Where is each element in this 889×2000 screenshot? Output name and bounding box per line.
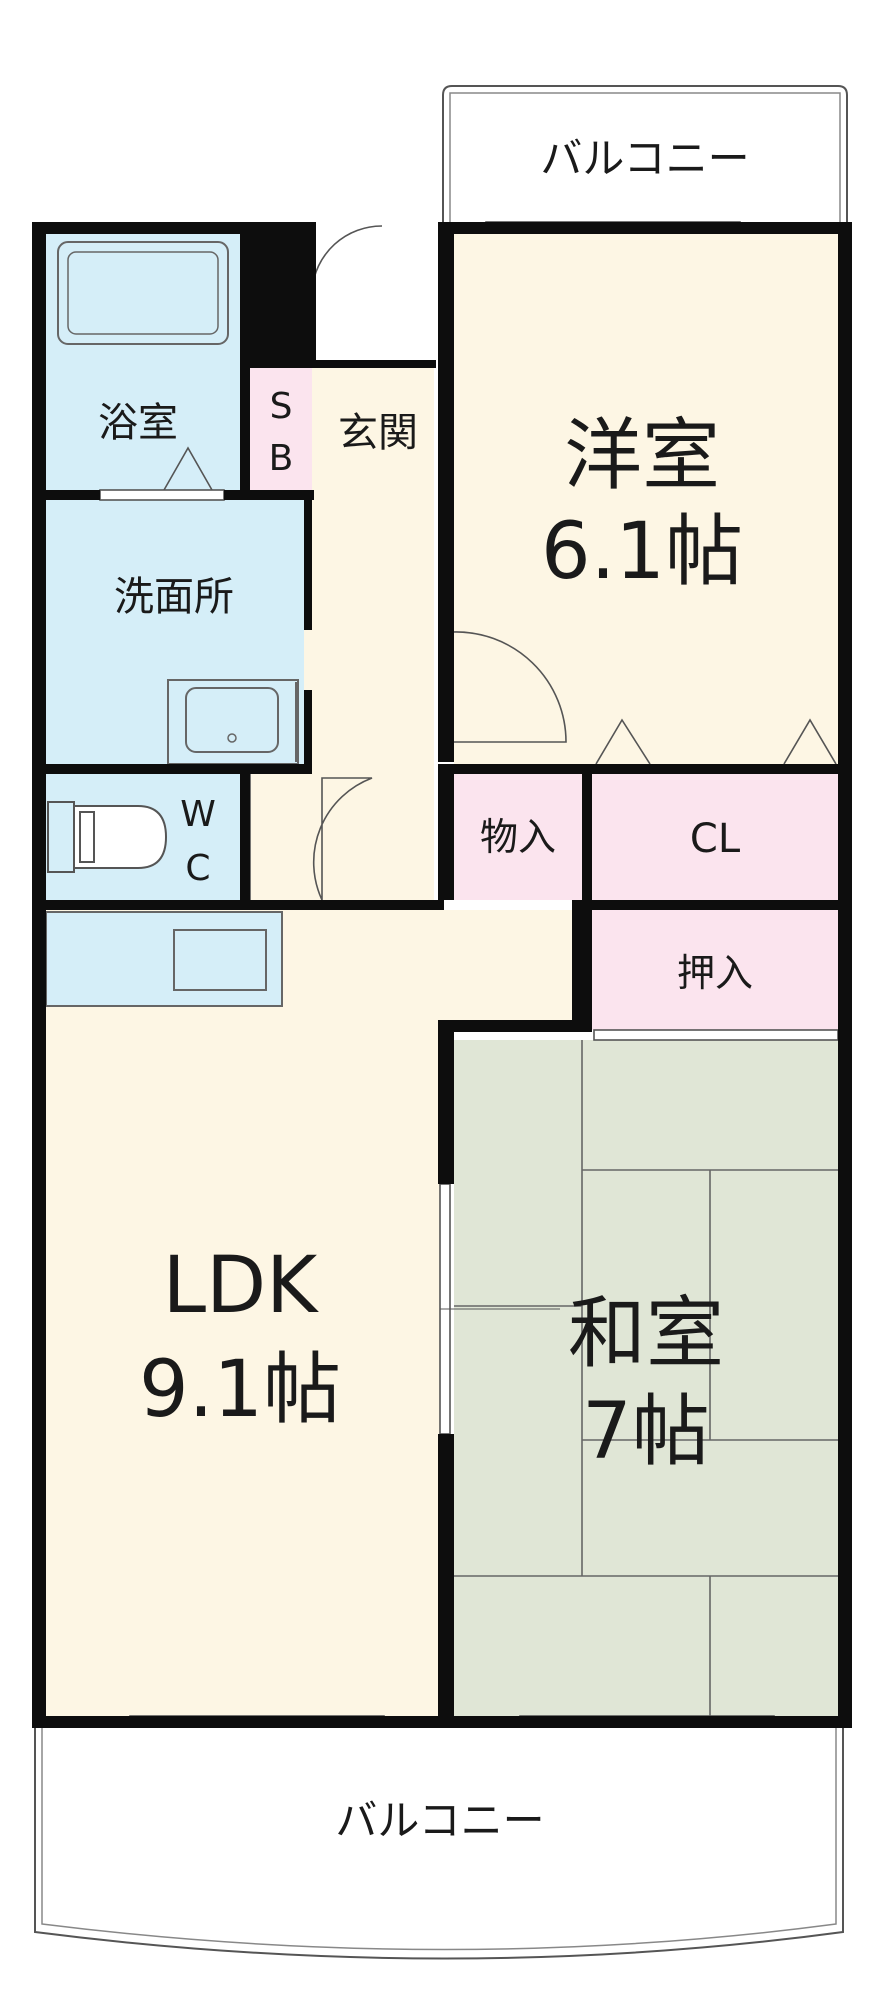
washroom-label: 洗面所 — [114, 574, 234, 620]
western-floor — [454, 232, 838, 764]
western-room-size: 6.1帖 — [541, 507, 743, 597]
storage-label: 物入 — [480, 815, 556, 859]
oshiire-label: 押入 — [677, 951, 753, 995]
ldk-floor-main — [46, 1030, 444, 1716]
kitchen-sink — [173, 929, 267, 991]
walls — [32, 222, 852, 1728]
bathtub — [57, 241, 229, 345]
shoe-box-floor — [250, 368, 312, 490]
wc-label-top: W — [180, 794, 216, 835]
western-room-name: 洋室 — [564, 411, 720, 501]
kitchen-counter — [45, 911, 283, 1007]
japanese-room-name: 和室 — [568, 1289, 724, 1379]
toilet — [47, 801, 168, 873]
closet-label: CL — [690, 816, 741, 862]
balcony-top-label: バルコニー — [540, 134, 749, 183]
shoe-box-label-bottom: B — [269, 438, 294, 479]
closet-doors — [163, 446, 837, 765]
tatami-floor — [454, 1040, 838, 1716]
balcony-bottom-outline — [34, 1727, 844, 1960]
entrance-floor — [312, 368, 434, 490]
balcony-top-outline — [442, 85, 848, 222]
shoe-box-label-top: S — [270, 386, 293, 427]
balcony-bottom-label: バルコニー — [335, 1796, 544, 1845]
closet-floor — [592, 774, 838, 900]
hall-lower-floor — [250, 774, 434, 900]
oshiire-floor — [592, 910, 838, 1030]
washroom-floor — [46, 500, 304, 764]
wc-label-bottom: C — [185, 848, 210, 889]
tatami-mats — [454, 1040, 838, 1716]
ldk-room-name: LDK — [163, 1241, 320, 1331]
japanese-room-size: 7帖 — [582, 1387, 710, 1477]
storage-floor — [454, 774, 582, 900]
ldk-room-size: 9.1帖 — [139, 1345, 341, 1435]
entrance-label: 玄関 — [338, 410, 418, 456]
bath-label: 浴室 — [98, 400, 178, 446]
